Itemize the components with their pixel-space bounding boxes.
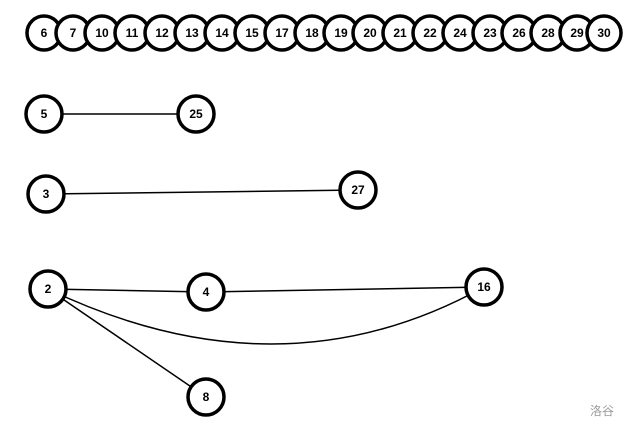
node-label: 27 bbox=[351, 183, 365, 197]
node-label: 13 bbox=[185, 26, 199, 40]
graph-node-8: 8 bbox=[186, 377, 226, 417]
graph-node: 24 bbox=[441, 14, 479, 52]
connected-nodes: 5 25 3 27 2 4 16 8 bbox=[24, 94, 504, 417]
node-label: 8 bbox=[203, 390, 210, 404]
node-label: 12 bbox=[155, 26, 169, 40]
node-label: 26 bbox=[512, 26, 526, 40]
graph-node-2: 2 bbox=[28, 269, 68, 309]
node-label: 21 bbox=[393, 26, 407, 40]
node-label: 30 bbox=[597, 26, 611, 40]
node-label: 15 bbox=[245, 26, 259, 40]
edge-2-4 bbox=[47, 288, 207, 293]
node-label: 6 bbox=[41, 26, 48, 40]
graph-node: 30 bbox=[585, 14, 623, 52]
node-label: 24 bbox=[453, 26, 467, 40]
edges bbox=[44, 113, 485, 398]
node-label: 5 bbox=[41, 107, 48, 121]
graph-node: 29 bbox=[558, 14, 596, 52]
graph-node-16: 16 bbox=[464, 267, 504, 307]
graph-node-27: 27 bbox=[338, 170, 378, 210]
graph-node: 18 bbox=[293, 14, 331, 52]
node-label: 17 bbox=[275, 26, 289, 40]
node-label: 7 bbox=[70, 26, 77, 40]
graph-node: 19 bbox=[322, 14, 360, 52]
graph-node-5: 5 bbox=[24, 94, 64, 134]
edge-4-16 bbox=[205, 286, 485, 293]
graph-node: 12 bbox=[143, 14, 181, 52]
node-label: 10 bbox=[95, 26, 109, 40]
node-label: 25 bbox=[189, 107, 203, 121]
watermark: 洛谷 bbox=[590, 404, 615, 418]
edge-3-27 bbox=[45, 189, 359, 195]
node-label: 2 bbox=[45, 282, 52, 296]
node-label: 4 bbox=[203, 285, 210, 299]
node-label: 11 bbox=[126, 26, 139, 40]
graph-node: 23 bbox=[471, 14, 509, 52]
graph-node-4: 4 bbox=[186, 272, 226, 312]
graph-node-25: 25 bbox=[176, 94, 216, 134]
node-label: 16 bbox=[477, 280, 491, 294]
node-label: 23 bbox=[483, 26, 497, 40]
edge-2-8 bbox=[47, 288, 207, 398]
node-label: 19 bbox=[334, 26, 348, 40]
edge-2-16 bbox=[47, 286, 485, 345]
node-label: 14 bbox=[215, 26, 229, 40]
node-label: 28 bbox=[541, 26, 555, 40]
graph-node-3: 3 bbox=[26, 174, 66, 214]
node-label: 3 bbox=[43, 187, 50, 201]
node-label: 20 bbox=[363, 26, 377, 40]
node-label: 18 bbox=[305, 26, 319, 40]
node-label: 29 bbox=[570, 26, 584, 40]
isolated-nodes-row: 6 7 10 11 12 13 14 15 bbox=[25, 14, 623, 52]
node-label: 22 bbox=[423, 26, 437, 40]
